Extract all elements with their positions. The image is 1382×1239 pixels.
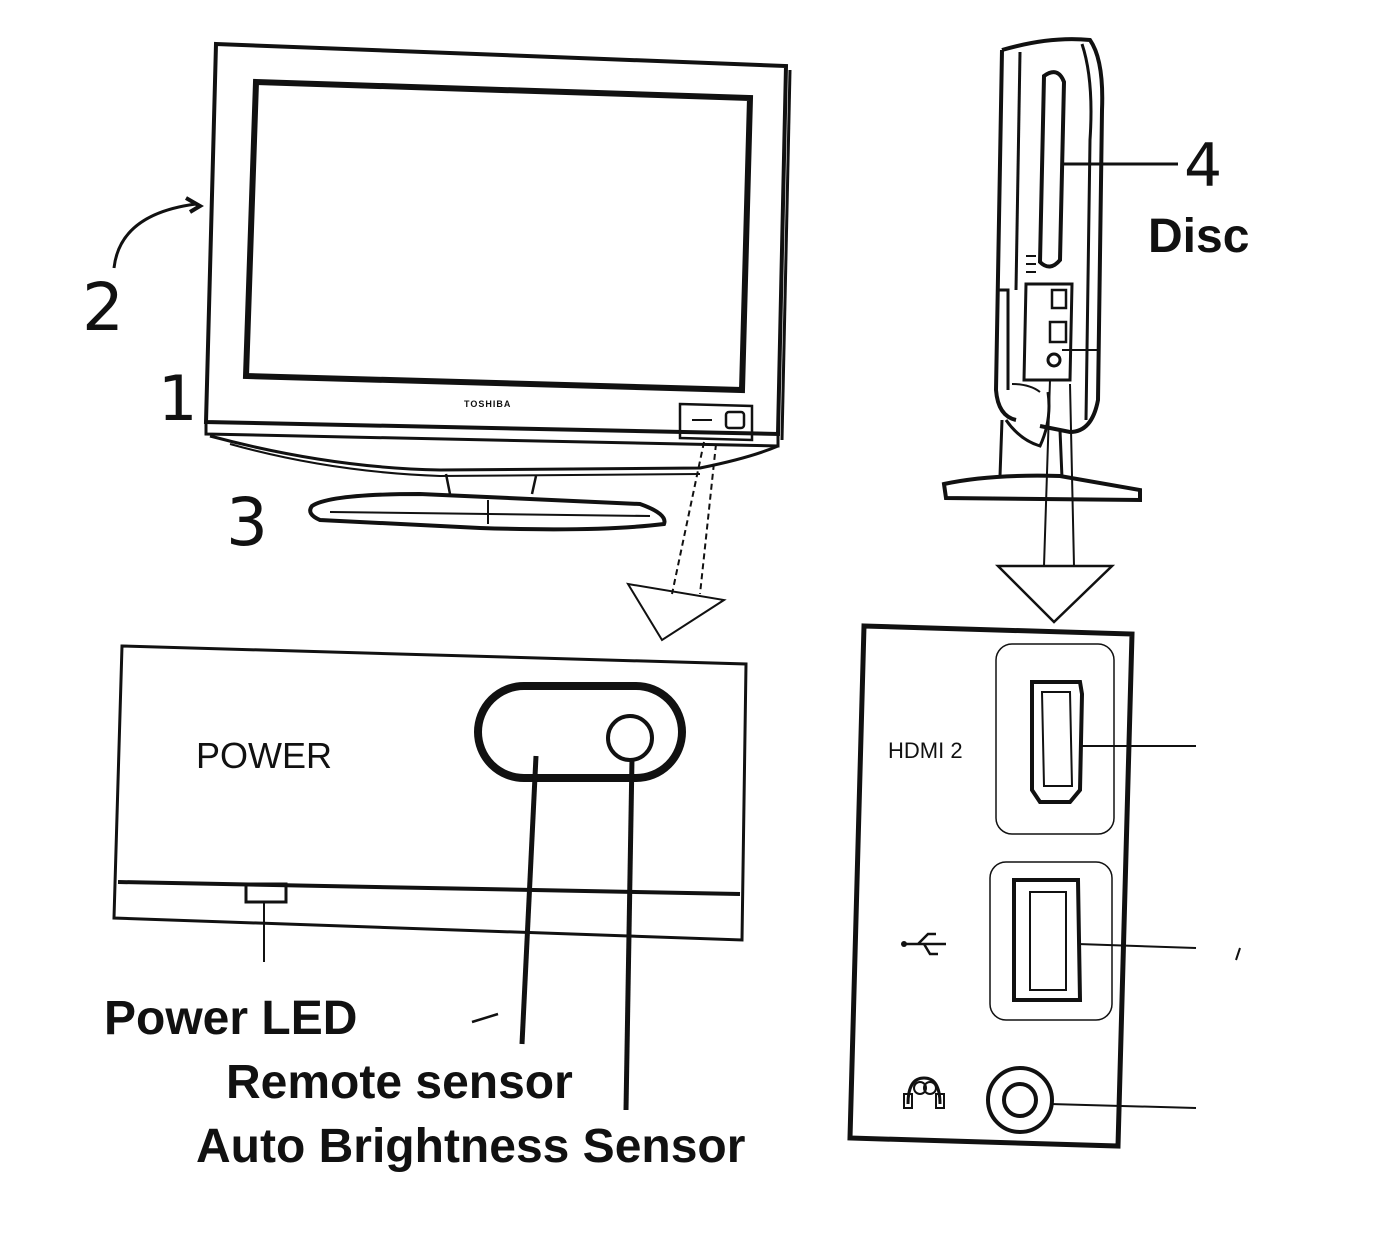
disc-slot (1037, 70, 1067, 269)
brightness-sensor-leader (623, 757, 635, 1111)
tv-front-view: TOSHIBA (203, 41, 792, 532)
callout-2-arrow (112, 202, 197, 269)
auto-brightness-label: Auto Brightness Sensor (196, 1120, 745, 1173)
hdmi-port (1030, 680, 1085, 804)
auto-brightness-sensor (606, 714, 654, 762)
brand-logo-text: TOSHIBA (464, 399, 511, 409)
side-detail-arrow (994, 379, 1116, 624)
disc-label: Disc (1148, 210, 1249, 263)
tv-side-view: 4 Disc (941, 37, 1249, 503)
remote-sensor-label: Remote sensor (226, 1056, 573, 1109)
front-detail-arrow (626, 441, 727, 642)
callout-numbers: 2 1 3 (82, 196, 268, 561)
side-ports-detail: HDMI 2 (847, 623, 1241, 1149)
headphone-jack (986, 1066, 1054, 1134)
tv-screen (242, 78, 754, 394)
power-led-label: Power LED (104, 992, 357, 1045)
hdmi-label: HDMI 2 (888, 738, 963, 763)
usb-icon (901, 932, 946, 956)
usb-port (1012, 878, 1083, 1002)
power-label: POWER (196, 735, 332, 776)
callout-1: 1 (158, 362, 197, 435)
sensor-window (474, 682, 686, 782)
callout-4: 4 (1184, 131, 1222, 201)
callout-3: 3 (226, 484, 268, 561)
headphone-icon (903, 1076, 945, 1109)
front-panel-detail: POWER Power LED Remote sensor Auto Brigh… (104, 644, 748, 1173)
remote-sensor-leader (519, 755, 539, 1045)
callout-2: 2 (82, 269, 124, 346)
power-led (244, 882, 288, 904)
